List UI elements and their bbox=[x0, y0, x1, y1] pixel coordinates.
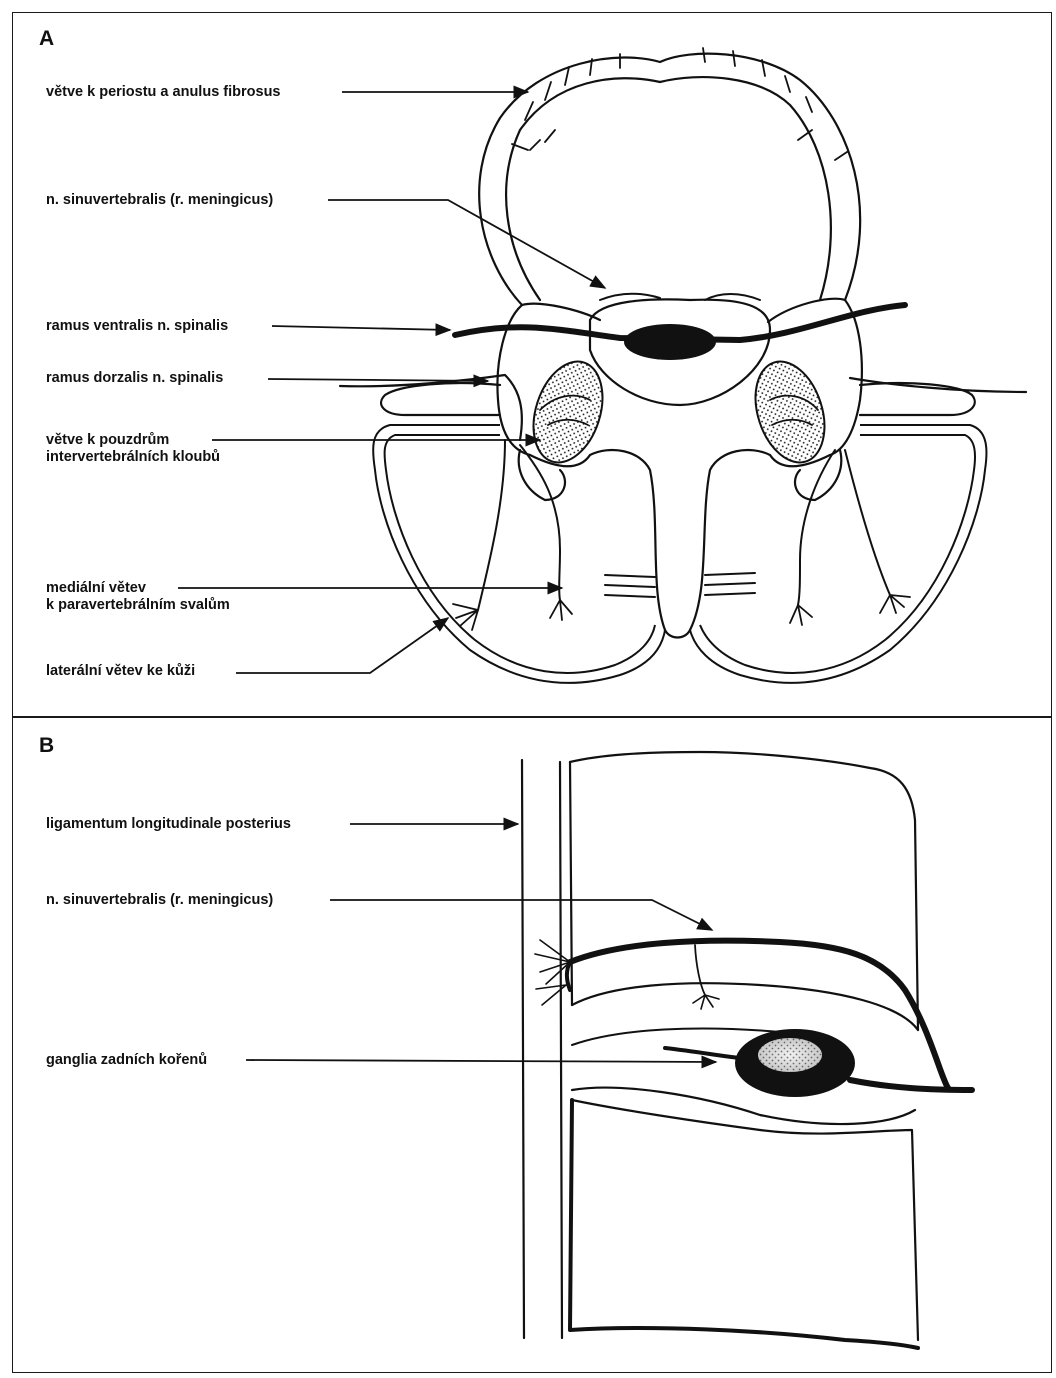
spinal-nerve-ganglion bbox=[624, 324, 716, 360]
transverse-process-left bbox=[381, 383, 500, 415]
lamina-right bbox=[690, 450, 830, 630]
lateral-branch-right bbox=[845, 450, 890, 595]
spinal-nerve-b bbox=[850, 1080, 972, 1090]
lower-vertebral-body bbox=[570, 1100, 918, 1348]
posterior-ligament bbox=[522, 760, 524, 1338]
lateral-branch-left bbox=[478, 440, 505, 610]
lamina-left bbox=[530, 450, 665, 630]
leader-lines-a bbox=[178, 92, 605, 673]
facet-joint-right bbox=[743, 353, 836, 472]
paravertebral-muscles bbox=[373, 425, 986, 683]
vertebral-body-outer bbox=[479, 54, 860, 305]
transverse-process-right bbox=[860, 383, 975, 415]
medial-branch-right bbox=[798, 450, 835, 605]
lateral-view bbox=[522, 752, 918, 1348]
medial-branch-left bbox=[520, 445, 560, 600]
dorsal-root bbox=[665, 1048, 740, 1058]
intervertebral-disc bbox=[572, 983, 918, 1030]
nerves-panel-a bbox=[340, 48, 1026, 630]
spinous-process bbox=[665, 630, 690, 638]
vertebral-body-inner bbox=[506, 77, 831, 300]
